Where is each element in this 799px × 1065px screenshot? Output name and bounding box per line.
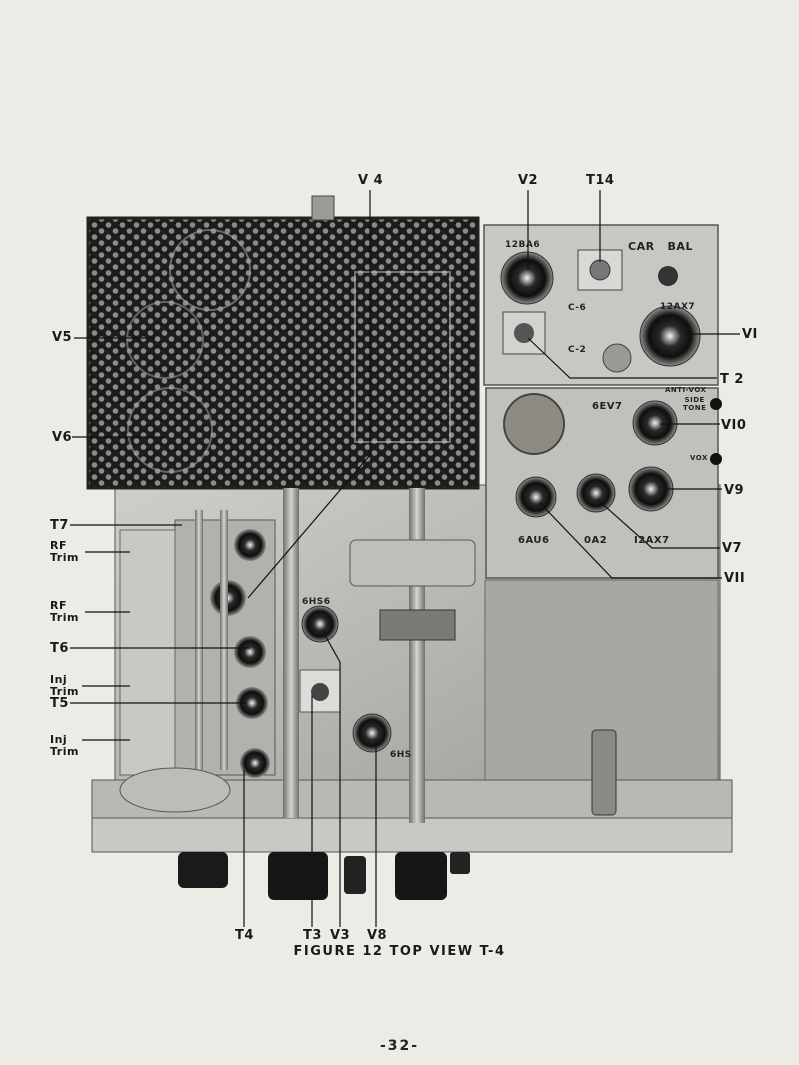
callout-t6: T6 — [50, 641, 69, 656]
callout-v8: V8 — [367, 928, 388, 943]
callout-t3: T3 — [303, 928, 322, 943]
marking-6ev7: 6EV7 — [592, 401, 623, 412]
page-number: -32- — [379, 1038, 420, 1054]
callout-v11: VII — [724, 571, 746, 586]
callout-v9: V9 — [724, 483, 745, 498]
marking-0a2: 0A2 — [584, 535, 608, 546]
marking-anti-vox: ANTI-VOX — [665, 386, 707, 394]
callout-v3: V3 — [330, 928, 351, 943]
figure-caption: FIGURE 12 TOP VIEW T-4 — [293, 944, 506, 959]
marking-6hs6: 6HS6 — [302, 597, 331, 607]
callout-rf-trim-2: RF Trim — [50, 599, 79, 624]
callout-v7: V7 — [722, 541, 743, 556]
callout-v6: V6 — [52, 430, 73, 445]
callout-v4: V 4 — [358, 173, 384, 188]
marking-6au6: 6AU6 — [518, 535, 550, 546]
callout-t14: T14 — [586, 173, 615, 188]
callout-t4: T4 — [235, 928, 254, 943]
marking-12ax7-top: 12AX7 — [660, 302, 696, 312]
callout-inj-trim-2: Inj Trim — [50, 733, 79, 758]
marking-side-tone: SIDE TONE — [683, 396, 707, 412]
callout-t7: T7 — [50, 518, 69, 533]
callout-rf-trim-1: RF Trim — [50, 539, 79, 564]
marking-vox: VOX — [690, 454, 708, 462]
callout-inj-trim-1: Inj Trim — [50, 673, 79, 698]
marking-c6: C-6 — [568, 303, 587, 313]
marking-6hs-lower: 6HS — [390, 750, 412, 760]
marking-12ax7-mid: I2AX7 — [634, 535, 670, 546]
callout-v10: VI0 — [721, 418, 747, 433]
callout-t5: T5 — [50, 696, 69, 711]
marking-car-bal: CAR BAL — [628, 240, 693, 253]
marking-c2: C-2 — [568, 345, 587, 355]
callout-v1: VI — [742, 327, 758, 342]
callout-v5: V5 — [52, 330, 73, 345]
marking-12ba6: 12BA6 — [505, 240, 541, 250]
callout-t2: T 2 — [720, 372, 744, 387]
callout-v2: V2 — [518, 173, 539, 188]
